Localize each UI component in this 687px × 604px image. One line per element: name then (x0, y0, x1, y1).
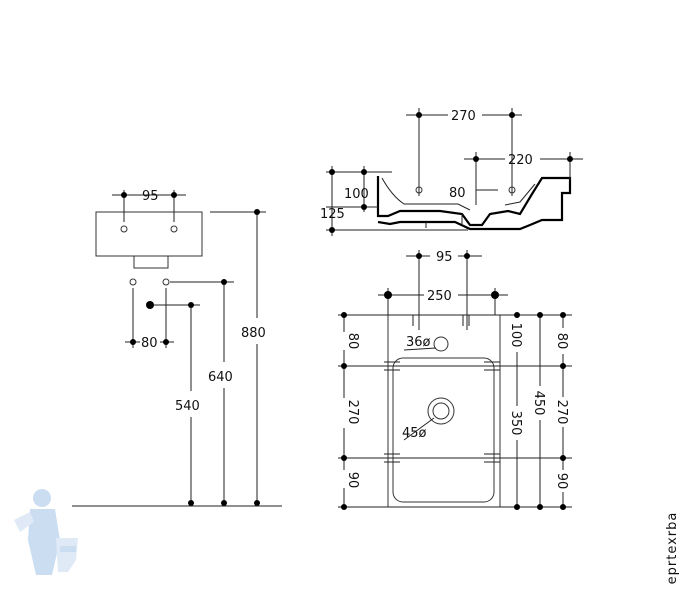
dim-label-540: 540 (175, 399, 200, 414)
dim-dot (130, 339, 136, 345)
dim-dot (341, 312, 347, 318)
dim-dot (567, 156, 573, 162)
logo-body (28, 509, 60, 575)
label-gap (508, 318, 526, 352)
plan-bowl-outline (392, 357, 495, 503)
dim-dot (254, 209, 260, 215)
plan-view: 95 250 36ø 45ø (335, 250, 572, 510)
side-section-view: 270 220 80 100 125 (320, 108, 583, 236)
dim-dot (560, 455, 566, 461)
plumber-logo (14, 489, 78, 575)
label-gap (554, 397, 572, 427)
leader-45 (403, 417, 435, 441)
plan-waste-outer (427, 397, 455, 425)
dim-dot (509, 112, 515, 118)
dim-dot (329, 227, 335, 233)
dim-label-right-350: 350 (508, 411, 523, 436)
dim-dot (361, 204, 367, 210)
dim-dot (560, 363, 566, 369)
dim-dot (464, 253, 470, 259)
front-tap-hole-right (170, 225, 178, 233)
dim-dot (171, 192, 177, 198)
dim-label-100-side: 100 (344, 187, 369, 202)
dim-dot (188, 302, 194, 308)
plan-basin-outline (387, 314, 501, 508)
dim-label-220: 220 (508, 153, 533, 168)
label-gap (508, 406, 526, 440)
dim-label-640: 640 (208, 370, 233, 385)
front-tap-hole-left (120, 225, 128, 233)
dim-dot (384, 291, 392, 299)
dim-dot (361, 169, 367, 175)
dim-dot (537, 312, 543, 318)
dim-dot (221, 279, 227, 285)
supply-hole-left (129, 278, 137, 286)
logo-arm (14, 512, 34, 532)
dim-label-left-90: 90 (345, 472, 360, 489)
dim-label-95-plan: 95 (436, 250, 453, 265)
dim-label-right-450: 450 (531, 391, 546, 416)
watermark-text: eprtexrba (665, 512, 680, 585)
logo-head (33, 489, 51, 507)
label-tap-hole-36: 36ø (406, 335, 431, 350)
dim-label-125-side: 125 (320, 207, 345, 222)
dim-dot (416, 253, 422, 259)
dim-label-left-270: 270 (345, 400, 360, 425)
plan-tap-hole (433, 336, 449, 352)
label-waste-hole-45: 45ø (402, 426, 427, 441)
dim-dot (514, 504, 520, 510)
dim-label-80-side: 80 (449, 186, 466, 201)
dim-label-880: 880 (241, 326, 266, 341)
basin-inner-contour (381, 177, 471, 211)
dim-label-right-80: 80 (554, 333, 569, 350)
dim-label-right-90: 90 (554, 473, 569, 490)
dim-dot (188, 500, 194, 506)
waste-outlet-dot (146, 301, 154, 309)
dim-dot (473, 156, 479, 162)
basin-inner-contour-right (504, 183, 536, 206)
dim-label-right-270: 270 (554, 400, 569, 425)
label-gap (554, 328, 572, 354)
leader-36 (403, 347, 437, 351)
logo-toilet-seat (60, 546, 76, 552)
dim-dot (416, 112, 422, 118)
dim-dot (341, 504, 347, 510)
dim-dot (560, 312, 566, 318)
dim-dot (163, 339, 169, 345)
dim-dot (254, 500, 260, 506)
dim-dot (514, 312, 520, 318)
dim-dot (121, 192, 127, 198)
dim-dot (560, 504, 566, 510)
label-gap (531, 386, 549, 420)
dim-dot (221, 500, 227, 506)
label-gap (335, 332, 353, 350)
basin-section-profile (376, 176, 572, 231)
dim-dot (341, 455, 347, 461)
dim-dot (341, 363, 347, 369)
dim-label-95-front: 95 (142, 189, 159, 204)
dim-dot (537, 504, 543, 510)
logo-toilet (56, 538, 78, 572)
front-basin-outline (95, 211, 203, 257)
label-gap (335, 398, 353, 428)
dim-label-left-80: 80 (345, 333, 360, 350)
label-gap (554, 470, 572, 492)
dim-label-right-100: 100 (508, 323, 523, 348)
supply-hole-right (162, 278, 170, 286)
dim-dot (329, 169, 335, 175)
front-view: 95 80 540 640 880 (72, 189, 282, 507)
front-pedestal (133, 255, 169, 269)
label-gap (335, 470, 353, 488)
dim-label-250: 250 (427, 289, 452, 304)
dim-label-270-side: 270 (451, 109, 476, 124)
plan-waste-inner (432, 402, 450, 420)
dim-dot (491, 291, 499, 299)
dim-label-80-front: 80 (141, 336, 158, 351)
